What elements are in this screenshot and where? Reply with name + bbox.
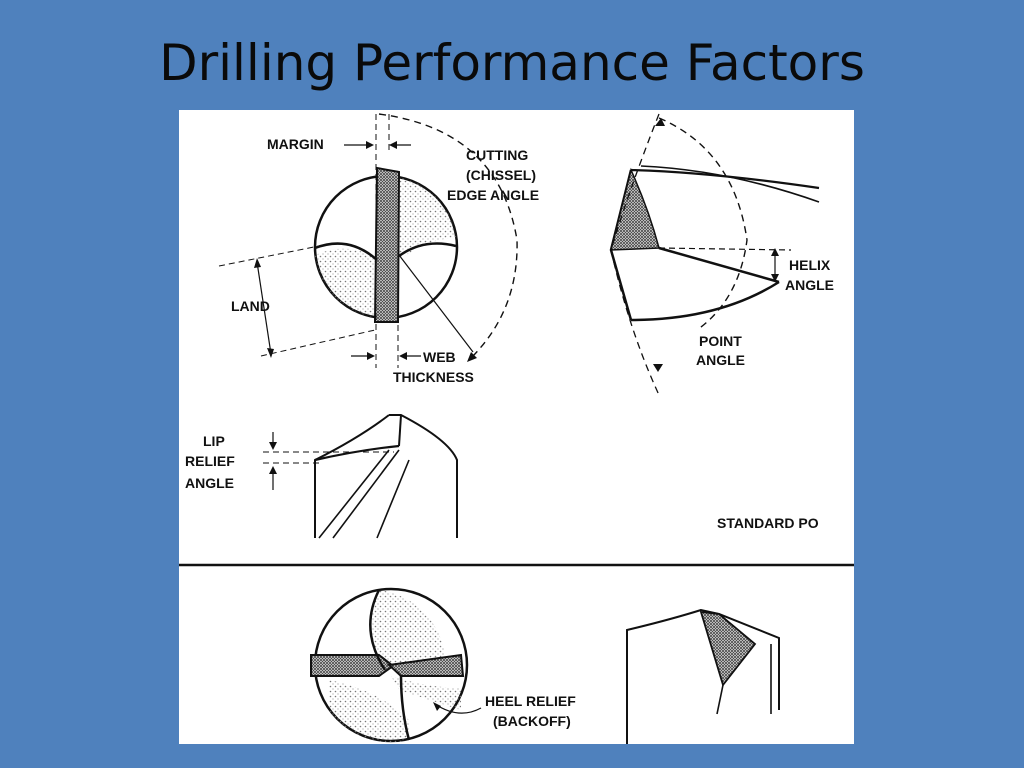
label-heel-relief: HEEL RELIEF [485,693,576,709]
label-cutting: CUTTING [466,147,528,163]
drill-point-side-bottom [626,608,780,744]
label-lip-relief-angle: ANGLE [185,475,234,491]
slide-title: Drilling Performance Factors [159,34,865,92]
lip-relief-view [263,414,458,539]
label-edge-angle: EDGE ANGLE [447,187,539,203]
point-side-view [609,113,820,396]
label-web: WEB [423,349,456,365]
label-point: POINT [699,333,742,349]
drill-diagram: MARGIN CUTTING (CHISSEL) EDGE ANGLE LAND… [179,113,854,744]
label-thickness: THICKNESS [393,369,474,385]
label-backoff: (BACKOFF) [493,713,571,729]
heel-web-left [310,654,395,677]
label-margin: MARGIN [267,136,324,152]
label-helix: HELIX [789,257,831,273]
label-helix-angle: ANGLE [785,277,834,293]
label-point-angle: ANGLE [696,352,745,368]
chisel-web [373,166,401,323]
label-land: LAND [231,298,270,314]
heel-web-right [386,653,465,677]
heel-relief-view [310,587,482,743]
label-lip: LIP [203,433,225,449]
drill-diagram-figure: MARGIN CUTTING (CHISSEL) EDGE ANGLE LAND… [179,110,854,744]
label-relief: RELIEF [185,453,235,469]
lip-face [610,167,660,251]
flute-region-lower [315,248,386,319]
label-standard-point: STANDARD PO [717,515,819,531]
flute-region-upper [386,176,456,260]
end-view-drill [218,113,518,368]
point-lip-face [699,610,757,687]
label-chissel: (CHISSEL) [466,167,536,183]
